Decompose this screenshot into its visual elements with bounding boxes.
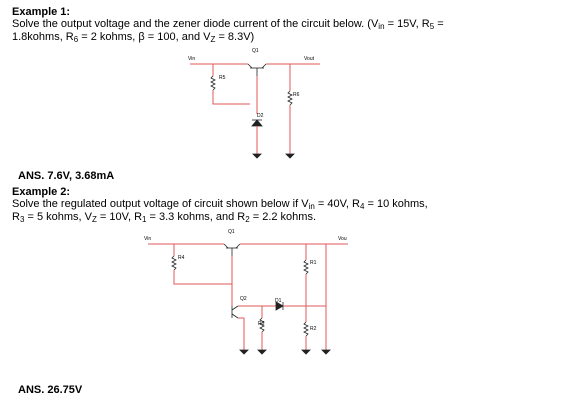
example1-heading: Example 1: (12, 6, 71, 18)
q2-label: Q2 (240, 296, 247, 302)
example2-heading: Example 2: (12, 186, 71, 198)
vout-label: Vout (304, 56, 315, 62)
vin-label: Vin (144, 236, 151, 242)
resistor-r4 (171, 255, 177, 271)
example2-problem-line1: Solve the regulated output voltage of ci… (12, 198, 428, 211)
ground-r3-icon (257, 349, 267, 355)
r1-label: R1 (310, 260, 317, 266)
example1-circuit-diagram: Vin Vout Q1 R5 R6 D2 (188, 48, 320, 159)
example2-answer: ANS. 26.75V (18, 384, 83, 396)
r4-label: R4 (178, 255, 185, 261)
resistor-r3 (259, 317, 265, 333)
wire-r5-bottom (212, 90, 250, 105)
example2-problem-line2: R3 = 5 kohms, VZ = 10V, R1 = 3.3 kohms, … (12, 211, 317, 224)
wire-r4-bottom (173, 270, 232, 285)
example1-answer: ANS. 7.6V, 3.68mA (18, 170, 115, 182)
ground-q2-icon (239, 349, 249, 355)
r5-label: R5 (219, 75, 226, 81)
transistor-q2 (231, 305, 239, 319)
transistor-q1 (247, 63, 267, 76)
vout-label: Vou (338, 236, 347, 242)
wire-q2-emitter (238, 317, 245, 350)
example1-problem-line2: 1.8kohms, R6 = 2 kohms, β = 100, and VZ … (12, 31, 255, 44)
d1-label: D1 (275, 298, 282, 304)
transistor-q1 (223, 243, 241, 256)
resistor-r5 (210, 75, 216, 91)
vin-label: Vin (188, 56, 195, 62)
q1-label: Q1 (228, 229, 235, 235)
r2-label: R2 (310, 326, 317, 332)
ground-d2-icon (252, 153, 262, 159)
example2-circuit-diagram: Vin Vou Q1 R4 R1 Q2 D1 R3 R2 (144, 229, 348, 355)
resistor-r6 (287, 90, 293, 106)
d2-label: D2 (257, 113, 264, 119)
r6-label: R6 (293, 92, 300, 98)
ground-r6-icon (285, 153, 295, 159)
ground-r2-icon (301, 349, 311, 355)
example1-problem-line1: Solve the output voltage and the zener d… (12, 18, 444, 31)
resistor-r1 (303, 259, 309, 275)
r3-label: R3 (258, 321, 265, 327)
q1-label: Q1 (252, 48, 259, 54)
wire-q2-base (238, 305, 263, 318)
resistor-r2 (303, 321, 309, 337)
zener-d2 (251, 119, 263, 127)
ground-out-icon (321, 349, 331, 355)
